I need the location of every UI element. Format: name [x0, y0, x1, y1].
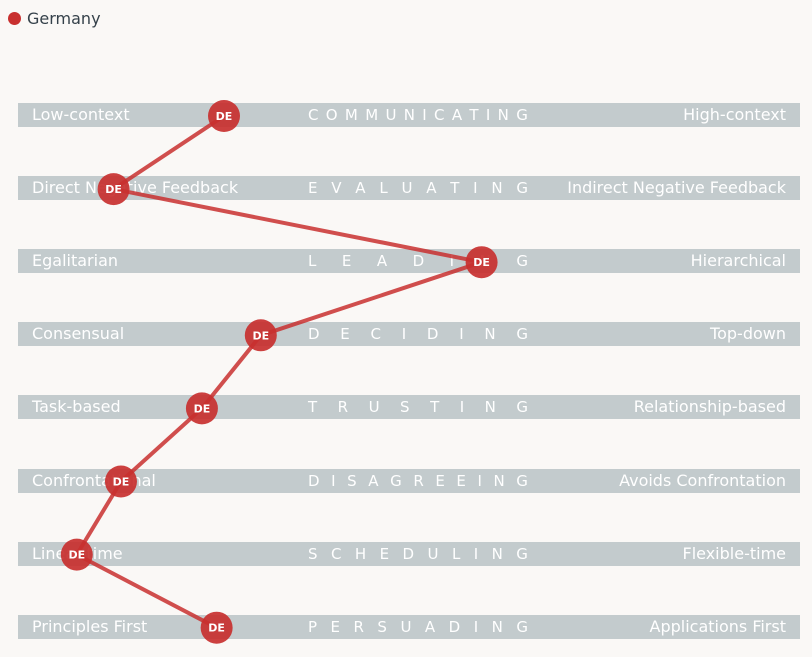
scale-right-label: Top-down [710, 324, 786, 344]
scale-left-label: Egalitarian [32, 251, 119, 271]
legend-label: Germany [27, 8, 101, 28]
scale-left-label: Confrontational [32, 470, 156, 490]
scale-left-label: Direct Negative Feedback [32, 178, 239, 198]
scale-right-label: Flexible-time [682, 543, 787, 563]
scale-right-label: Avoids Confrontation [619, 470, 786, 490]
scale-left-label: Principles First [32, 616, 148, 636]
scale-left-label: Task-based [32, 397, 121, 417]
scale-right-label: Indirect Negative Feedback [567, 178, 786, 198]
scale-left-label: Low-context [32, 105, 130, 124]
legend[interactable]: Germany [8, 8, 101, 28]
scale-left-label: Consensual [32, 324, 125, 344]
scale-right-label: High-context [683, 105, 786, 124]
scale-right-label: Applications First [649, 616, 787, 636]
scale-left-label: Linear-time [32, 543, 123, 563]
legend-marker-icon [8, 11, 21, 25]
scale-right-label: Hierarchical [690, 251, 786, 271]
scale-right-label: Relationship-based [633, 397, 786, 417]
